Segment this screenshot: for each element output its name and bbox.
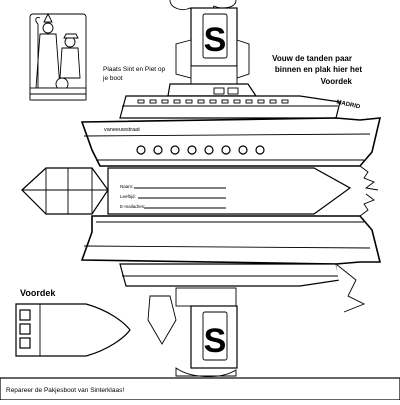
stack-letter-box-top (202, 13, 228, 59)
stack-side-flap (147, 295, 177, 345)
bow-teeth-top (359, 165, 379, 191)
bow-teeth-lower (335, 263, 366, 313)
bridge-window-2 (227, 87, 239, 95)
stack-flap-right (236, 39, 250, 79)
name-form-deck: Naam: Leeftijd: E-mailadres: (107, 167, 352, 215)
fold-instruction-line3: Voordek (321, 77, 353, 86)
porthole-1 (136, 145, 146, 155)
stack-flap-left (175, 39, 192, 79)
porthole-6 (221, 145, 231, 155)
hull-lower-stripe (83, 245, 371, 249)
age-label: Leeftijd: (120, 194, 136, 199)
sint-piet-figures (29, 12, 87, 101)
fold-instruction-line1: Vouw de tanden paar (272, 54, 352, 63)
brand-vaneeuwstraat: vaneeuwstraat (104, 127, 140, 133)
stack-letter-bottom: S (204, 322, 227, 360)
sint-mitre (43, 12, 53, 23)
sint-head (42, 22, 54, 34)
place-figures-text-line2: je boot (102, 75, 123, 82)
hull-top-stripe (83, 133, 371, 137)
voordek-outline (15, 303, 131, 357)
lower-deck (119, 263, 341, 287)
stern-outline (21, 167, 109, 215)
upper-deck-windows (137, 99, 289, 104)
name-label: Naam: (120, 184, 133, 189)
fold-instruction-line2: binnen en plak hier het (275, 65, 362, 74)
place-figures-text-line1: Plaats Sint en Piet op (103, 66, 166, 73)
hull-side-bottom (80, 215, 382, 265)
piet-hat (63, 33, 79, 39)
sint-robe (35, 33, 61, 89)
bottom-stack: S (147, 287, 238, 378)
stack-base-top (190, 65, 238, 87)
upper-cabin: MADRID (119, 83, 361, 119)
voordek-piece (15, 303, 131, 357)
smoke-bottom (175, 367, 237, 378)
porthole-8 (255, 145, 265, 155)
bow-teeth-bottom (359, 193, 375, 217)
voordek-window-3 (19, 337, 31, 349)
ship-name-madrid: MADRID (336, 100, 361, 111)
portholes (136, 145, 265, 155)
porthole-3 (170, 145, 180, 155)
porthole-4 (187, 145, 197, 155)
voordek-window-2 (19, 323, 31, 335)
top-stack: S (169, 0, 250, 87)
hull-bottom (80, 193, 382, 313)
porthole-5 (204, 145, 214, 155)
email-label: E-mailadres: (120, 204, 145, 209)
deck-panel (107, 167, 352, 215)
upper-deck (119, 95, 341, 119)
stack-letter-top: S (204, 21, 227, 59)
bridge-top (167, 83, 258, 97)
hull-side-top (80, 117, 382, 167)
voordek-window-1 (19, 309, 31, 321)
porthole-2 (153, 145, 163, 155)
voordek-label: Voordek (20, 288, 56, 298)
stack-letter-box-bottom (202, 311, 228, 361)
sint-staff-hook (35, 17, 41, 25)
stern-fold (21, 167, 109, 215)
bottom-caption: Repareer de Pakjesboot van Sinterklaas! (6, 387, 124, 394)
stack-base-bottom (175, 287, 237, 307)
piet-body (59, 47, 81, 79)
piet-head (64, 36, 76, 48)
hull-top: vaneeuwstraat (80, 117, 382, 191)
bridge-window-1 (213, 87, 225, 95)
porthole-7 (238, 145, 248, 155)
